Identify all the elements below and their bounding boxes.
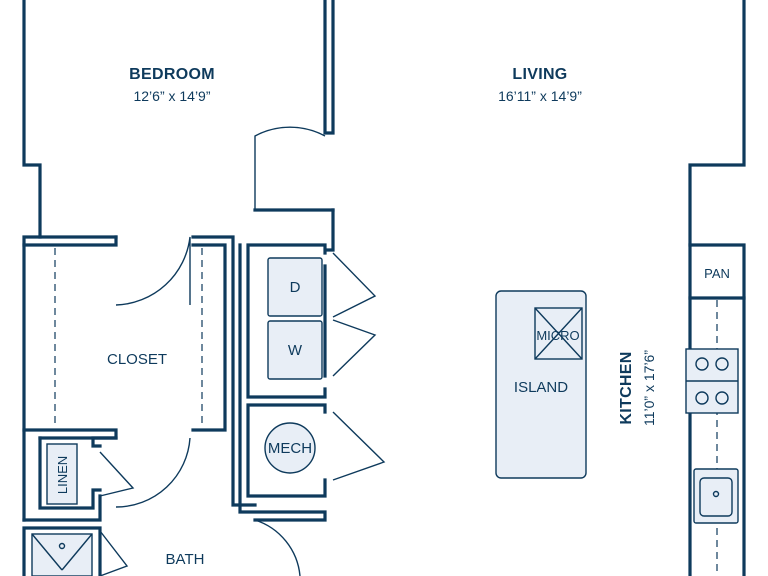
living-right-wall bbox=[688, 0, 746, 247]
bath-main-door bbox=[254, 519, 301, 576]
bedroom-living-wall bbox=[323, 0, 335, 135]
closet-name: CLOSET bbox=[107, 351, 167, 368]
laundry-outer-wall bbox=[238, 208, 335, 522]
mech-unit: MECH bbox=[264, 422, 316, 474]
dryer-box bbox=[267, 257, 323, 317]
kitchen-name: KITCHEN bbox=[618, 351, 635, 424]
bath-name: BATH bbox=[166, 551, 205, 568]
micro-label: MICRO bbox=[536, 328, 579, 343]
burner-2 bbox=[715, 357, 729, 371]
sink-basin bbox=[699, 477, 733, 517]
living-dims: 16’11” x 14’9” bbox=[498, 88, 582, 104]
left-exterior-wall bbox=[22, 0, 42, 522]
island: MICRO ISLAND bbox=[495, 290, 587, 479]
shower-drain bbox=[58, 542, 66, 550]
shower bbox=[31, 533, 93, 576]
walls bbox=[22, 0, 746, 576]
laundry-door-lower bbox=[332, 319, 377, 377]
cooktop bbox=[685, 348, 739, 414]
kitchen-sink bbox=[693, 468, 739, 524]
closet-wall-bottom bbox=[22, 428, 118, 440]
washer-label: W bbox=[288, 342, 303, 359]
linen-wall bbox=[38, 436, 118, 510]
closet-wall-right bbox=[191, 243, 227, 432]
closet-door-lower bbox=[115, 437, 191, 508]
burner-1 bbox=[695, 357, 709, 371]
dryer: D bbox=[267, 257, 323, 317]
burner-4 bbox=[715, 391, 729, 405]
island-label: ISLAND bbox=[514, 379, 568, 396]
bedroom-name: BEDROOM bbox=[129, 66, 215, 83]
sink-faucet bbox=[712, 490, 720, 498]
bath-door bbox=[99, 530, 129, 576]
linen-shelf: LINEN bbox=[46, 443, 78, 505]
laundry-door-upper bbox=[332, 252, 377, 318]
mech-label: MECH bbox=[268, 440, 312, 457]
linen-box bbox=[46, 443, 78, 505]
living-name: LIVING bbox=[512, 66, 567, 83]
bath-top-wall bbox=[22, 494, 102, 522]
mech-closet-wall bbox=[246, 403, 327, 498]
washer: W bbox=[267, 320, 323, 380]
dryer-label: D bbox=[290, 279, 301, 296]
bedroom-door bbox=[254, 126, 326, 210]
pantry-label: PAN bbox=[704, 266, 730, 281]
mech-circle bbox=[264, 422, 316, 474]
bath-lower-wall bbox=[22, 526, 102, 576]
linen-label: LINEN bbox=[55, 456, 70, 494]
microwave-x2 bbox=[534, 307, 583, 360]
washer-box bbox=[267, 320, 323, 380]
closet-door bbox=[115, 236, 191, 306]
door-swings bbox=[99, 126, 386, 576]
burner-3 bbox=[695, 391, 709, 405]
shower-line-1 bbox=[31, 533, 63, 571]
bedroom-bottom-wall-right bbox=[191, 235, 257, 507]
bedroom-dims: 12’6” x 14’9” bbox=[133, 88, 210, 104]
mech-door bbox=[332, 411, 386, 481]
kitchen-dims: 11’0” x 17’6” bbox=[641, 350, 657, 426]
linen-door bbox=[99, 451, 135, 497]
shower-line-2 bbox=[61, 533, 93, 571]
closet-wall-top bbox=[22, 235, 118, 247]
